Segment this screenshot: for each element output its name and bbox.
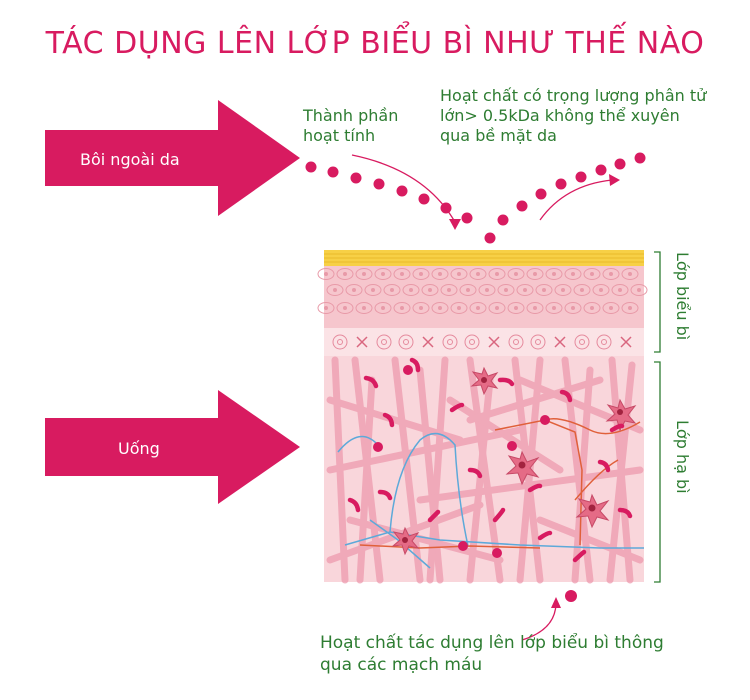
cell-row-bottom [324,328,644,356]
topical-arrow [45,100,300,216]
dermis-active-dots [373,365,550,558]
active-ingredient-label: Thành phần hoạt tính [303,106,399,145]
diagram-title: TÁC DỤNG LÊN LỚP BIỂU BÌ NHƯ THẾ NÀO [45,26,705,61]
dermis-active-dashes [347,357,633,563]
curved-arrows [351,154,613,223]
blood-vessels [337,418,644,569]
topical-arrow-label: Bôi ngoài da [80,150,180,169]
bottom-dot [565,590,577,602]
basal-cells [332,334,632,350]
layer-brackets [654,251,661,583]
dermis-label: Lớp hạ bì [673,420,692,494]
bottom-note-label: Hoạt chất tác dụng lên lớp biểu bì thông… [320,633,664,675]
oral-arrow-label: Uống [118,439,160,458]
bottom-curve [521,603,557,641]
epidermis-label: Lớp biểu bì [673,252,692,341]
oral-arrow [45,390,300,504]
epidermal-cells [317,268,648,314]
large-molecule-label: Hoạt chất có trọng lượng phân tử lớn> 0.… [440,86,707,145]
active-ingredient-dots [305,152,646,244]
